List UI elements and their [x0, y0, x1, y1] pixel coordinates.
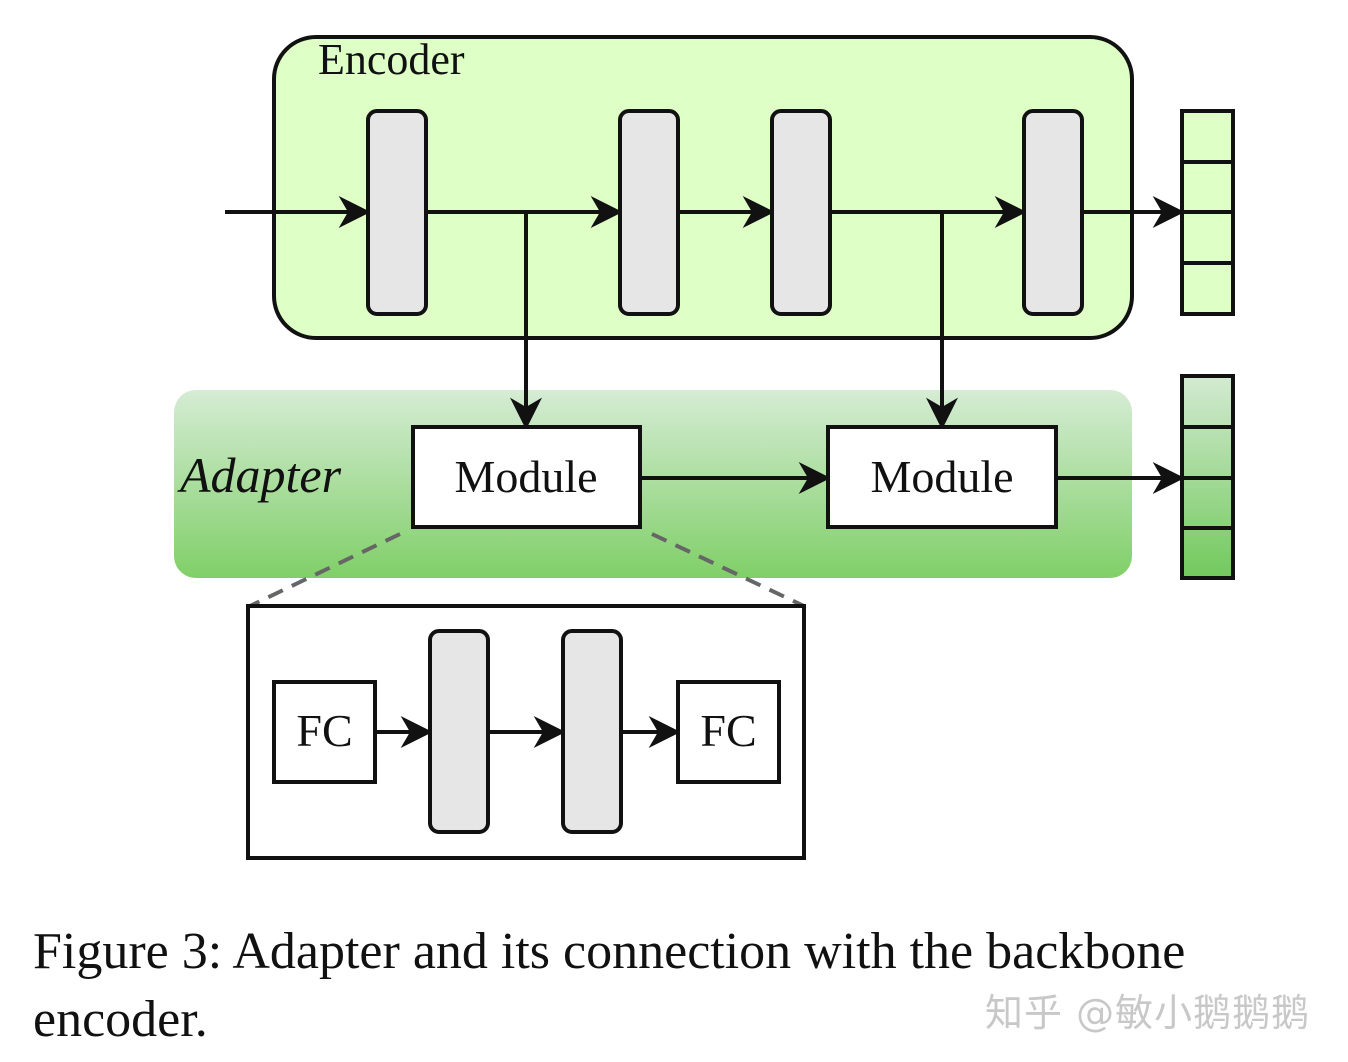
fc-box-1	[272, 680, 377, 784]
encoder-label: Encoder	[318, 35, 465, 84]
module-box-2	[826, 425, 1058, 529]
encoder-layer-3	[770, 109, 832, 316]
encoder-layer-2	[618, 109, 680, 316]
module-layer-1	[428, 629, 490, 834]
fc-1-label: FC	[296, 705, 352, 756]
watermark: 知乎 @敏小鹅鹅鹅	[985, 991, 1311, 1035]
adapter-label: Adapter	[177, 447, 342, 503]
encoder-layer-1	[366, 109, 428, 316]
module-layer-2	[561, 629, 623, 834]
zoom-indicator	[249, 532, 805, 608]
encoder-container	[272, 35, 1134, 340]
figure-caption: Figure 3: Adapter and its connection wit…	[33, 923, 1186, 1048]
adapter-output-stack	[1180, 374, 1235, 580]
fc-2-label: FC	[700, 705, 756, 756]
fc-box-2	[676, 680, 781, 784]
encoder-output-stack	[1180, 109, 1235, 316]
encoder-layer-4	[1022, 109, 1084, 316]
module-box-1	[411, 425, 642, 529]
module-1-label: Module	[454, 451, 597, 502]
module-detail: FC FC	[246, 604, 806, 860]
module-2-label: Module	[870, 451, 1013, 502]
encoder-block: Encoder	[225, 35, 1185, 340]
adapter-block: Adapter Module Module	[174, 212, 1185, 578]
